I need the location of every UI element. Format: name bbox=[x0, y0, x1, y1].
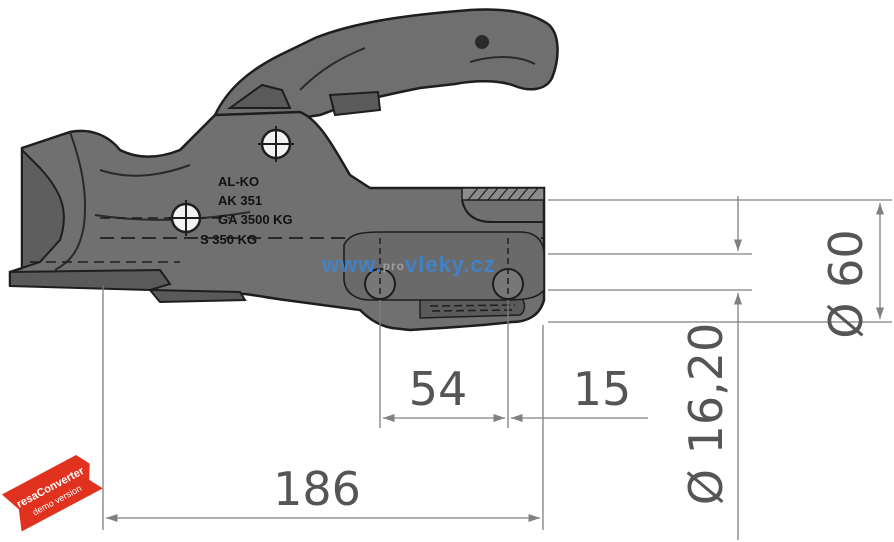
drawbar-hole-right bbox=[492, 238, 524, 300]
dimension-lines bbox=[102, 196, 892, 540]
dim-ball-diameter: Ø 60 bbox=[819, 229, 873, 338]
marking-line-1: AL-KO bbox=[218, 174, 259, 189]
coupling-body: AL-KO AK 351 GA 3500 KG S 350 KG bbox=[8, 8, 559, 332]
watermark-prefix: www. bbox=[321, 252, 383, 277]
marking-line-3: GA 3500 KG bbox=[218, 212, 293, 227]
drawbar-hole-left bbox=[364, 238, 396, 300]
handle-lever bbox=[213, 8, 559, 120]
dim-hole-diameter: Ø 16,20 bbox=[679, 323, 733, 506]
upper-bolt-hole bbox=[258, 126, 294, 162]
watermark-suffix: vleky.cz bbox=[405, 252, 496, 277]
dim-overall-length: 186 bbox=[273, 462, 361, 516]
lower-bolt-hole bbox=[168, 200, 204, 236]
svg-text:www.provleky.cz: www.provleky.cz bbox=[321, 252, 496, 277]
site-watermark: www.provleky.cz bbox=[321, 252, 496, 277]
demo-badge: resaConverter demo version bbox=[1, 455, 103, 532]
watermark-middle: pro bbox=[383, 259, 405, 273]
marking-line-4: S 350 KG bbox=[200, 232, 257, 247]
dim-hole-to-end: 15 bbox=[573, 362, 632, 416]
marking-line-2: AK 351 bbox=[218, 193, 262, 208]
dim-hole-spacing: 54 bbox=[409, 362, 468, 416]
